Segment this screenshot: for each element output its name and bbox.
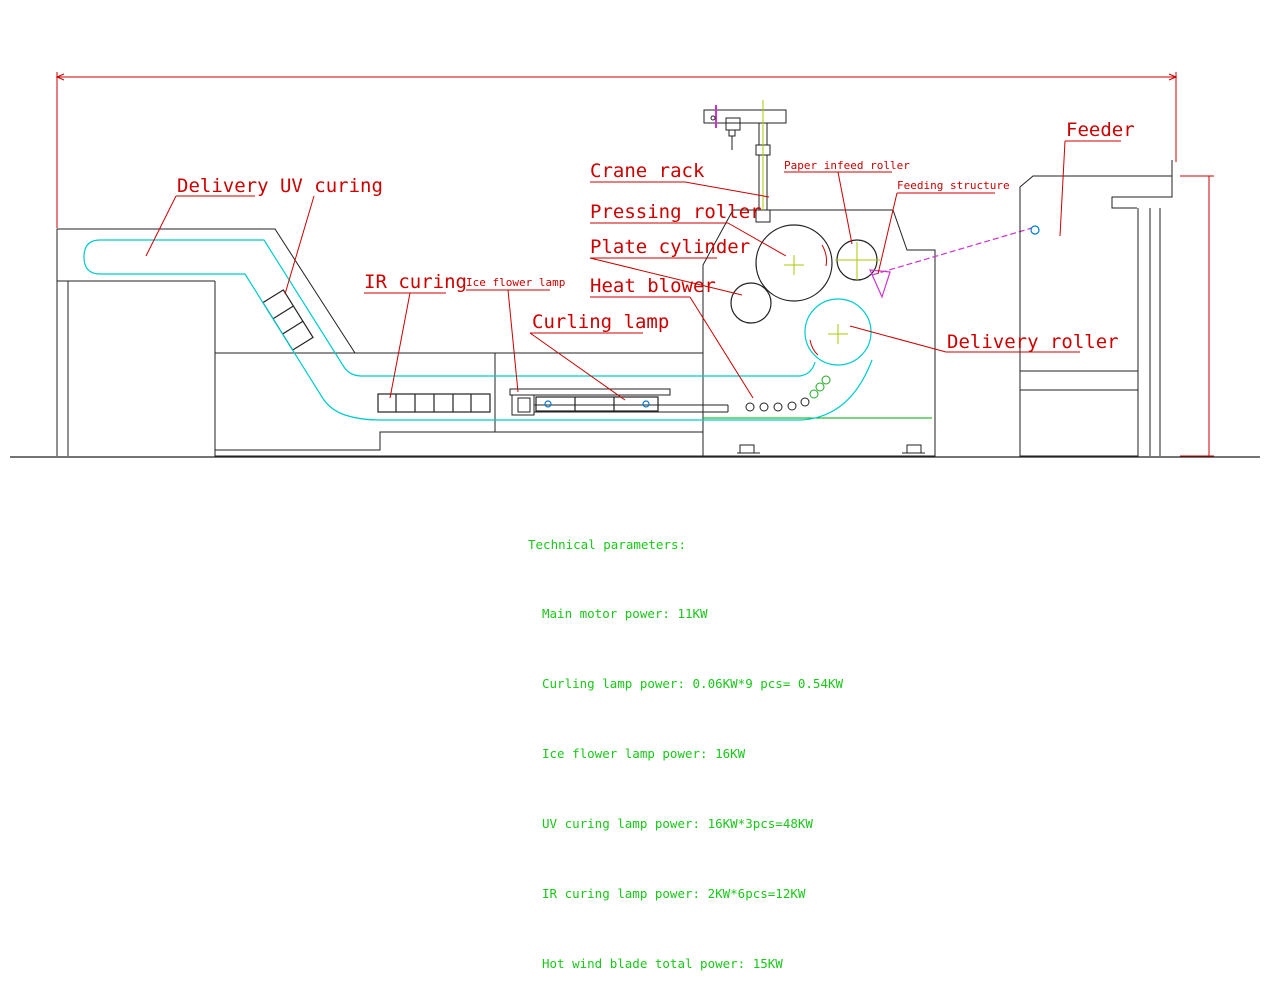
- label-crane-rack: Crane rack: [590, 160, 705, 182]
- label-heat-blower: Heat blower: [590, 275, 716, 297]
- label-delivery-uv-curing: Delivery UV curing: [177, 175, 383, 197]
- label-plate-cylinder: Plate cylinder: [590, 236, 750, 258]
- technical-parameters: Technical parameters: Main motor power: …: [528, 486, 843, 999]
- label-paper-infeed-roller: Paper infeed roller: [784, 159, 910, 172]
- param-main-motor: Main motor power: 11KW: [542, 606, 708, 622]
- technical-parameters-title: Technical parameters:: [528, 536, 687, 552]
- curling-lamp-box: [535, 396, 659, 412]
- paper-infeed-roller: [835, 239, 880, 281]
- pressing-roller: [755, 224, 833, 302]
- feeder: [1019, 160, 1173, 457]
- feeding-structure: [869, 225, 1040, 299]
- param-ir-curing-lamp: IR curing lamp power: 2KW*6pcs=12KW: [542, 886, 806, 902]
- label-ice-flower-lamp: Ice flower lamp: [466, 276, 565, 289]
- leader-lines: [145, 140, 1121, 401]
- ice-flower-lamp: [509, 388, 729, 416]
- paper-path: [83, 239, 873, 421]
- label-ir-curing: IR curing: [364, 271, 467, 293]
- main-body: [702, 209, 936, 457]
- label-feeding-structure: Feeding structure: [897, 179, 1010, 192]
- dimension-lines: [55, 72, 1214, 457]
- label-curling-lamp: Curling lamp: [532, 311, 669, 333]
- param-uv-curing-lamp: UV curing lamp power: 16KW*3pcs=48KW: [542, 816, 813, 832]
- label-pressing-roller: Pressing roller: [590, 201, 762, 223]
- crane-rack: [703, 100, 787, 223]
- ir-curing-lamps: [377, 393, 491, 413]
- param-hot-wind-blade: Hot wind blade total power: 15KW: [542, 955, 783, 971]
- machine-diagram: Feeder Delivery UV curing Crane rack Pap…: [10, 72, 1260, 458]
- label-feeder: Feeder: [1066, 119, 1135, 141]
- label-delivery-roller: Delivery roller: [947, 331, 1119, 353]
- param-curling-lamp: Curling lamp power: 0.06KW*9 pcs= 0.54KW: [542, 676, 844, 692]
- heat-blower-nozzles: [745, 375, 831, 412]
- delivery-roller: [804, 298, 872, 366]
- param-ice-flower-lamp: Ice flower lamp power: 16KW: [542, 746, 746, 762]
- delivery-section-outline: [56, 228, 703, 457]
- plate-cylinder: [730, 282, 772, 324]
- uv-curing-lamp: [262, 289, 314, 351]
